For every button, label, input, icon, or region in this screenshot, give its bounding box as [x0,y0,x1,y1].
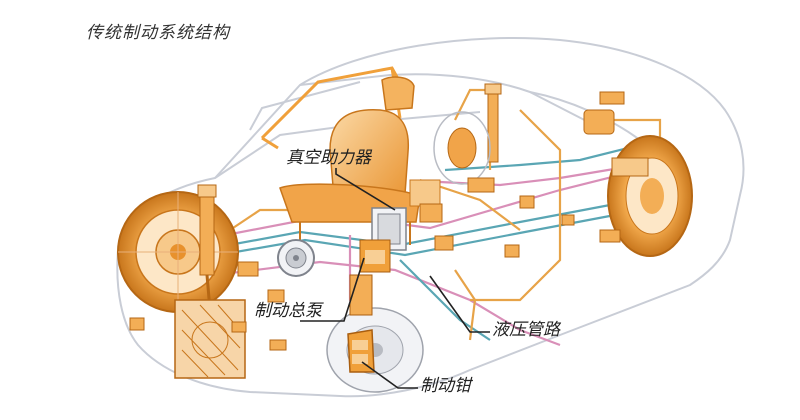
front-shock-absorber [197,184,217,311]
engine-gear-component [277,239,315,277]
small-components [129,91,625,351]
brake-caliper-part [347,329,375,373]
rear-left-brake-disc [433,111,491,185]
callout-hydraulic-lines: 液压管路 [492,320,560,340]
callout-leader-lines [300,168,490,389]
hydraulic-line-network [174,143,656,347]
leader-master-cylinder [300,257,365,322]
rear-right-wheel [607,135,693,257]
leader-brake-caliper [361,361,418,389]
leader-vacuum-booster [335,168,396,211]
callout-brake-caliper: 制动钳 [420,376,471,396]
diagram-title: 传统制动系统结构 [86,23,230,43]
callout-vacuum-booster: 真空助力器 [286,148,371,168]
rear-shock-absorber [484,83,502,163]
callout-master-cylinder: 制动总泵 [254,301,322,321]
leader-hydraulic-lines [429,275,490,333]
master-cylinder-assembly [349,207,407,316]
front-left-wheel [117,191,239,313]
radiator-fan [174,299,246,379]
